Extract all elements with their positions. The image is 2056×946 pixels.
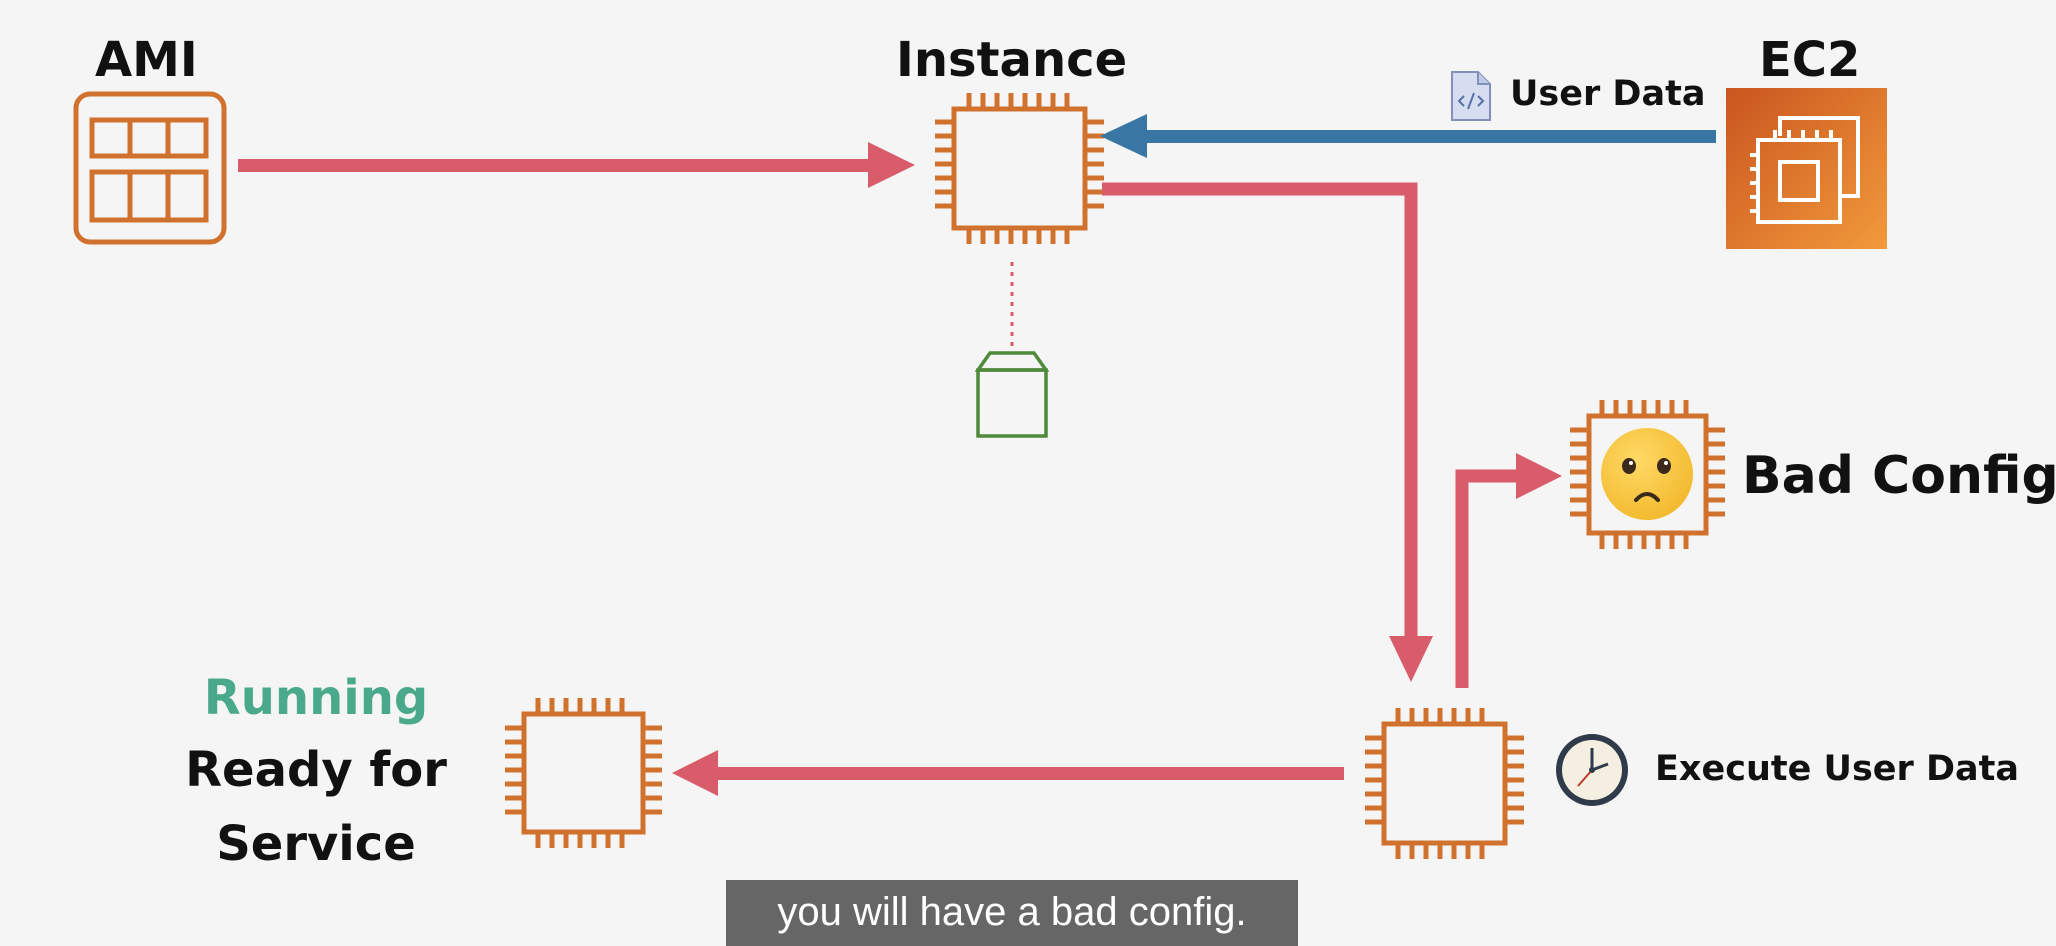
- execute-user-data-label: Execute User Data: [1655, 749, 2019, 789]
- clock-icon: [1556, 734, 1628, 806]
- sad-face-icon: [1601, 428, 1693, 520]
- ami-label: AMI: [95, 32, 198, 88]
- ami-icon: [73, 91, 227, 245]
- bad-config-label: Bad Config: [1742, 446, 2056, 506]
- instance-label: Instance: [896, 32, 1128, 88]
- running-label: Running: [203, 670, 429, 726]
- ec2-icon: [1726, 88, 1887, 249]
- execute-to-bad-config-arrow: [1455, 453, 1562, 688]
- ready-for-label: Ready for: [185, 742, 447, 798]
- user-data-label: User Data: [1510, 74, 1706, 114]
- instance-chip-icon: [935, 93, 1104, 244]
- bad-config-chip-icon: [1570, 400, 1725, 549]
- ec2-to-instance-arrow: [1100, 114, 1716, 158]
- ami-to-instance-arrow: [238, 142, 915, 188]
- video-caption: you will have a bad config.: [726, 880, 1298, 946]
- instance-to-execute-arrow: [1102, 182, 1433, 682]
- user-data-file-icon: [1451, 71, 1491, 121]
- execute-to-running-arrow: [672, 750, 1344, 796]
- ebs-volume-icon: [974, 351, 1050, 438]
- execute-chip-icon: [1365, 708, 1524, 859]
- ec2-label: EC2: [1759, 32, 1861, 88]
- running-chip-icon: [505, 698, 662, 848]
- service-label: Service: [216, 816, 416, 872]
